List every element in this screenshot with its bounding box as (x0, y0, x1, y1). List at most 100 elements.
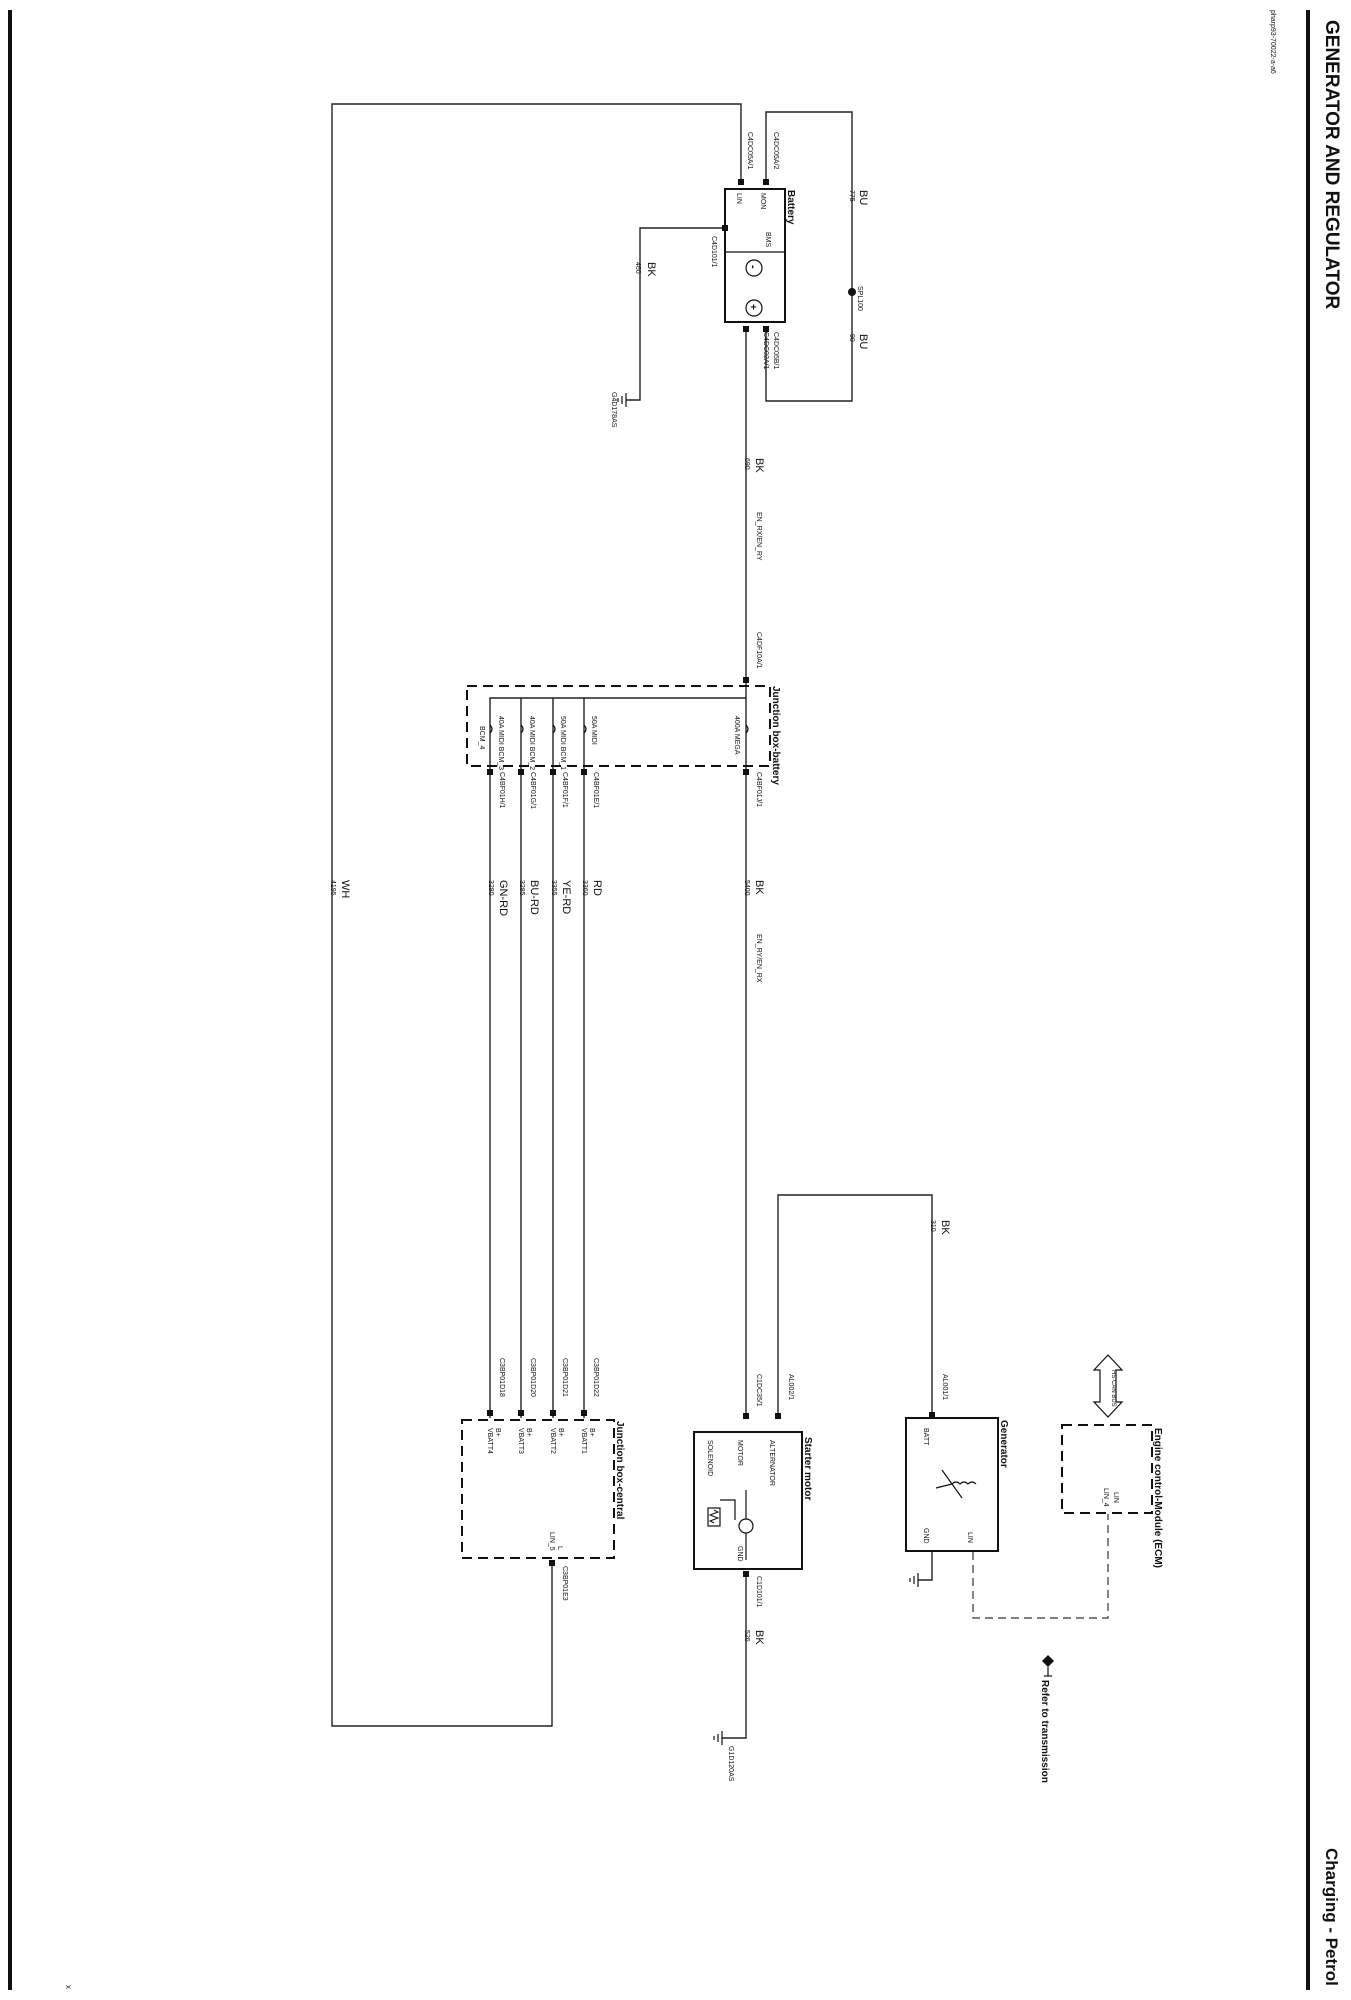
battery: - + Battery LIN MON BMS (724, 188, 796, 323)
wire-310-color: BK (939, 1220, 951, 1235)
wire-3355-num: 3355 (550, 880, 557, 896)
pin-c4bf01f1 (550, 769, 556, 775)
conn-c3bp01d22: C3BP01D22 (592, 1358, 599, 1397)
wire-526 (722, 1571, 747, 1739)
wire-526-color: BK (753, 1630, 765, 1645)
starter-motor (693, 1431, 803, 1570)
pin-c3bp01d21 (550, 1410, 556, 1416)
starter-pin-gnd: GND (736, 1546, 743, 1562)
jb-central-pin-b2: B+ (557, 1428, 564, 1437)
battery-minus-sign: - (747, 265, 759, 269)
battery-pin-mon: MON (759, 193, 766, 209)
junction-box-battery (466, 685, 771, 767)
conn-c4bf01j1: C4BF01J/1 (755, 772, 762, 807)
starter-label: Starter motor (802, 1437, 813, 1500)
wire-3280-num: 3280 (487, 880, 494, 896)
fuse-icon (489, 724, 749, 734)
wire-3360-color: RD (591, 880, 603, 896)
engine-control-module (1061, 1424, 1153, 1514)
jb-battery-label: Junction box-battery (770, 686, 781, 785)
jb-central-label: Junction box-central (614, 1421, 625, 1520)
fuse-f1: 50A MIDI (590, 716, 597, 745)
corner-mark: x (64, 1985, 73, 1989)
wire-310 (777, 1194, 933, 1418)
wire-775-color: BU (857, 190, 869, 205)
pin-c3bp01d18 (487, 1410, 493, 1416)
conn-c3bp01e3: C3BP01E3 (561, 1566, 568, 1601)
jb-central-pin-lin5: LIN_5 (548, 1532, 555, 1551)
pin-al001 (929, 1412, 935, 1418)
conn-c4dc05a1: C4DC05A/1 (746, 132, 753, 169)
wire-gen-gnd (918, 1552, 933, 1581)
battery-minus-terminal (745, 259, 763, 277)
starter-pin-sol: SOLENOID (706, 1440, 713, 1476)
ground-label-g1d120as: G1D120AS (727, 1746, 734, 1782)
ecm-pin-lin: LIN (1112, 1492, 1119, 1503)
fuse-f2: 50A MIDI BCM_1 (559, 716, 566, 770)
jb-central-pin-b3: B+ (525, 1428, 532, 1437)
left-border-bar (8, 10, 12, 1990)
conn-c4bf01f1: C4BF01F/1 (561, 772, 568, 808)
ground-icon (713, 1731, 723, 1745)
wire-3360-num: 3360 (581, 880, 588, 896)
pin-c3bp01d22 (581, 1410, 587, 1416)
pin-c4dc05a1 (738, 179, 744, 185)
splice-dot (848, 288, 856, 296)
generator-pin-lin: LIN (966, 1532, 973, 1543)
wire-775 (765, 111, 853, 402)
wire-690-color: BK (753, 458, 765, 473)
can-bus-arrow-icon (1092, 1354, 1124, 1418)
wire-460 (626, 227, 727, 401)
wire-460-num: 460 (634, 262, 641, 274)
pin-c4dc05b1 (743, 326, 749, 332)
generator (905, 1417, 999, 1552)
pin-c4dc05b1-mon (763, 326, 769, 332)
pin-c4df10a1 (743, 677, 749, 683)
conn-c4bf01g1: C4BF01G/1 (529, 772, 536, 809)
conn-c3bp01d18: C3BP01D18 (498, 1358, 505, 1397)
fuse-mega: 400A MEGA (733, 716, 740, 755)
battery-plus-terminal (745, 299, 763, 317)
wire-690-net: EN_RX/EN_RY (755, 512, 762, 561)
refer-note: Refer to transmission (1039, 1680, 1050, 1783)
conn-c1dc35: C1DC35/1 (755, 1374, 762, 1407)
wire-4195-color: WH (339, 880, 351, 898)
battery-label: Battery (785, 190, 796, 225)
wire-775-num: 775 (848, 190, 855, 202)
diamond-icon (1042, 1655, 1054, 1667)
conn-c1d101: C1D101/1 (755, 1576, 762, 1608)
jb-central-pin-b2s: VBATT2 (549, 1428, 556, 1454)
page-title: GENERATOR AND REGULATOR (1321, 20, 1342, 310)
jb-central-pin-l: L (556, 1546, 563, 1550)
pin-c3bp01d20 (518, 1410, 524, 1416)
wire-90-color: BU (857, 334, 869, 349)
wire-4195 (331, 103, 742, 1727)
wire-310-num: 310 (929, 1220, 936, 1232)
jb-battery-busbar (489, 697, 746, 768)
ground-icon (909, 1573, 919, 1587)
conn-c4dc05b1: C4DC05B/1 (772, 332, 779, 369)
fuse-f4: 40A MIDI BCM_3 (497, 716, 504, 770)
wire-3355-color: YE-RD (560, 880, 572, 914)
conn-c3bp01d21: C3BP01D21 (561, 1358, 568, 1397)
wire-3280-color: GN-RD (497, 880, 509, 916)
pin-c4bf01j1 (743, 769, 749, 775)
pin-c3bp01e3 (549, 1560, 555, 1566)
pin-c4bf01g1 (518, 769, 524, 775)
pin-c1dc35 (743, 1413, 749, 1419)
fuse-f5: BCM_4 (478, 726, 485, 749)
conn-c4dc05a2: C4DC05A/2 (772, 132, 779, 169)
conn-c4d101: C4D101/1 (710, 236, 717, 268)
wire-526-num: 526 (743, 1630, 750, 1642)
ecm-pin-lin4: LIN_4 (1102, 1488, 1109, 1507)
wire-460-color: BK (645, 262, 657, 277)
wire-3285-num: 3285 (518, 880, 525, 896)
starter-pin-alt: ALTERNATOR (768, 1440, 775, 1486)
wire-90-num: 90 (848, 334, 855, 342)
pin-c4dc05a2 (763, 179, 769, 185)
splice-label: SPL100 (856, 286, 863, 311)
ground-label-g4d178as: G4D178AS (610, 392, 617, 428)
can-bus-label: HS CAN BUS (1110, 1370, 1116, 1407)
fuse-f3: 40A MIDI BCM_2 (528, 716, 535, 770)
conn-al002: AL002/1 (787, 1374, 794, 1400)
